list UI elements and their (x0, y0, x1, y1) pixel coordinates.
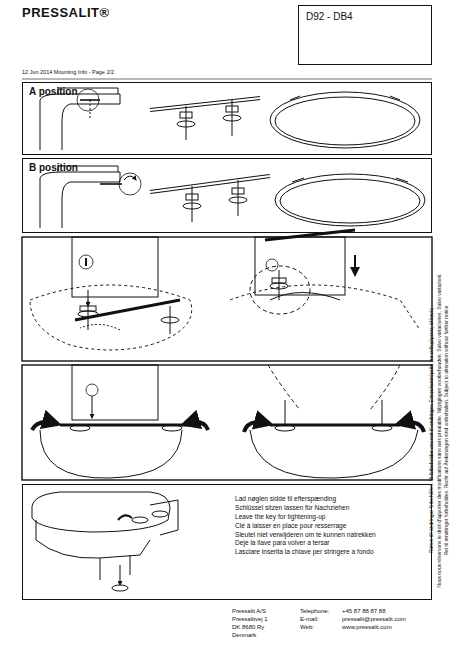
panel-3-art (30, 230, 420, 350)
header-box: D92 - DB4 (298, 5, 432, 65)
address: DK 8680 Ry (232, 624, 264, 630)
address: Pressalit A/S (232, 608, 266, 614)
disclaimer: Ret til ændringer forbeholdes. Recht auf… (444, 305, 449, 555)
contact-key: E-mail: (300, 616, 319, 622)
brand-logo: PRESSALIT® (22, 6, 110, 19)
panel-title: D92 - DB4 (306, 11, 424, 23)
panel-a-art (40, 88, 420, 150)
panel-5-art (32, 492, 178, 591)
position-panel: B position (22, 158, 432, 233)
panel-4-art (32, 365, 424, 478)
contact-value: pressalit@pressalit.com (342, 616, 406, 622)
instruction-text: Sleutel niet verwijderen om te kunnen na… (235, 531, 425, 540)
panel-title: B position (29, 162, 425, 174)
panel-frame (22, 365, 432, 480)
panel-frame (22, 237, 432, 361)
panel-b-art (40, 166, 425, 228)
instruction-text: Lasciare inserita la chiave per stringer… (235, 548, 425, 557)
instruction-text: Clé à laisser en place pour resserrage (235, 522, 425, 531)
instruction-text: Lad nøglen sidde til efterspænding (235, 495, 425, 504)
contact-key: Web: (300, 624, 314, 630)
contact-value: +45 87 88 87 88 (342, 608, 386, 614)
disclaimer: Rätten till ändringar förbehålles. Vi fo… (430, 307, 435, 553)
instruction-text: Schlüssel sitzen lassen für Nachziehen (235, 504, 425, 513)
address: Pressalitvej 1 (232, 616, 268, 622)
instruction-text: Deje la llave para volver a tersar (235, 539, 425, 548)
disclaimer: Nous nous réservons le droit d'apporter … (437, 273, 442, 587)
instruction-text: Leave the key for tightening-up (235, 513, 425, 522)
contact-key: Telephone: (300, 608, 329, 614)
date-line: 12 Jun 2014 Mounting Info - Page 2/2 (22, 70, 114, 76)
panel-title: A position (29, 86, 425, 98)
instruction-panel: Lad nøglen sidde til efterspændingSchlüs… (22, 484, 432, 600)
position-panel: A position (22, 82, 432, 155)
address: Denmark (232, 632, 256, 638)
contact-value: www.pressalit.com (342, 624, 392, 630)
